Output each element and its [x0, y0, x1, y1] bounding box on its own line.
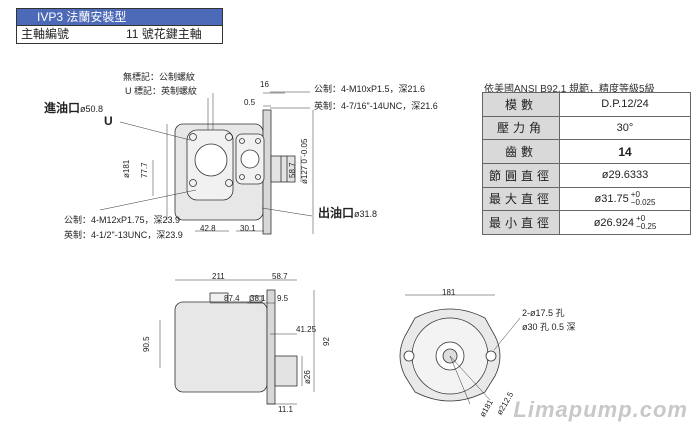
spec-value: ø29.6333 — [559, 162, 691, 188]
dim-26-dia: ø26 — [303, 370, 312, 384]
tolerance-upper: +0 — [630, 189, 640, 199]
inlet-diameter: ø50.8 — [80, 104, 104, 114]
lower-dimension-lines — [159, 279, 315, 405]
note-holes-2x: 2-ø17.5 孔 — [522, 308, 565, 318]
inlet-text: 進油口 — [44, 101, 81, 115]
tolerance: +0−0.025 — [630, 189, 656, 207]
shaft-code-value: 11 號花鍵主軸 — [126, 27, 202, 41]
watermark: Limapump.com — [513, 397, 688, 422]
spec-value: ø31.75 — [594, 192, 629, 205]
spec-label: 齒數 — [482, 139, 560, 164]
dim-211: 211 — [212, 272, 225, 281]
front-flange-view — [399, 308, 501, 402]
note-metric-inlet-thread: 公制：4-M12xP1.75，深23.9 — [64, 215, 181, 225]
dim-181-dia: ø181 — [122, 159, 131, 178]
note-metric-outlet-thread: 公制：4-M10xP1.5，深21.6 — [314, 84, 426, 94]
dim-41-25: 41.25 — [296, 325, 317, 334]
spec-label: 壓力角 — [482, 115, 560, 141]
spec-value: 30° — [559, 115, 691, 141]
dim-38-1: 38.1 — [250, 294, 266, 303]
outlet-label: 出油口ø31.8 — [318, 206, 378, 220]
dim-9-5: 9.5 — [277, 294, 289, 303]
upper-pump-body — [174, 109, 296, 235]
note-imperial-outlet-thread: 英制：4-7/16"-14UNC，深21.6 — [314, 101, 438, 111]
note-imperial-mark: U 標記：英制螺紋 — [125, 86, 198, 96]
spec-value: ø26.924 — [593, 216, 635, 229]
dim-77-7: 77.7 — [140, 162, 149, 178]
outlet-text: 出油口 — [318, 206, 355, 220]
flange-dimension-lines — [405, 294, 521, 405]
spec-value-with-tolerance: ø31.75+0−0.025 — [559, 186, 691, 212]
u-mark: U — [104, 114, 113, 128]
dim-87-4: 87.4 — [224, 294, 240, 303]
shaft-code-label: 主軸編號 — [21, 27, 70, 41]
dim-16: 16 — [260, 80, 269, 89]
dim-92: 92 — [322, 337, 331, 346]
spec-label: 節圓直徑 — [482, 162, 560, 188]
dim-11-1: 11.1 — [278, 405, 293, 414]
model-title: IVP3 法蘭安裝型 — [17, 9, 222, 25]
dim-127-dia: ø127 0 -0.05 — [300, 139, 310, 184]
spec-label: 最小直徑 — [482, 210, 560, 235]
title-block: IVP3 法蘭安裝型 主軸編號 11 號花鍵主軸 — [16, 8, 223, 44]
tolerance-upper: 0 — [300, 159, 309, 164]
tolerance-lower: -0.05 — [300, 138, 309, 157]
outlet-diameter: ø31.8 — [354, 209, 378, 219]
shaft-code-row: 主軸編號 11 號花鍵主軸 — [17, 25, 222, 43]
dim-58-7: 58.7 — [272, 272, 288, 281]
upper-dimension-lines — [99, 91, 314, 234]
spec-label: 最大直徑 — [482, 186, 560, 212]
spec-caption: 依美國ANSI B92.1 規範，精度等級5級 — [484, 84, 655, 95]
dim-0-5: 0.5 — [244, 98, 256, 107]
inlet-label: 進油口ø50.8 — [44, 101, 104, 115]
tolerance-upper: +0 — [636, 213, 646, 223]
note-imperial-inlet-thread: 英制：4-1/2"-13UNC，深23.9 — [64, 230, 183, 240]
dim-127-value: ø127 — [300, 165, 309, 184]
spec-value: D.P.12/24 — [559, 92, 691, 117]
dim-30-1: 30.1 — [240, 224, 256, 233]
lower-side-view — [174, 289, 298, 405]
dim-42-8: 42.8 — [200, 224, 216, 233]
note-metric-mark: 無標記：公制螺紋 — [123, 72, 196, 82]
dim-90-5: 90.5 — [142, 336, 151, 352]
tolerance-lower: −0.25 — [636, 221, 657, 231]
spec-value: 14 — [559, 139, 691, 164]
note-hole-30: ø30 孔 0.5 深 — [522, 322, 576, 332]
dim-58-7-vertical: 58.7 — [288, 162, 297, 178]
tolerance: +0−0.25 — [636, 213, 657, 231]
spec-value-with-tolerance: ø26.924+0−0.25 — [559, 210, 691, 235]
dim-181: 181 — [442, 288, 456, 297]
tolerance-lower: −0.025 — [630, 197, 656, 207]
